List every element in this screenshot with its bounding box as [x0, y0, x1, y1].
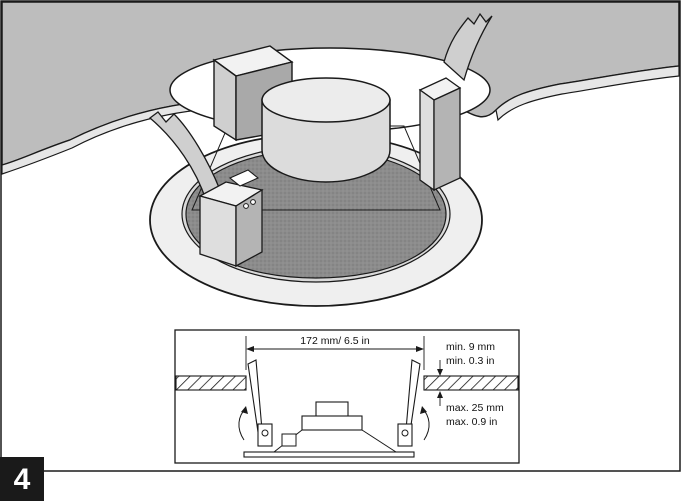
ceiling-edge-right: [495, 65, 680, 122]
max-thickness-mm: max. 25 mm: [446, 402, 504, 414]
ceiling-section-right: [423, 375, 519, 391]
min-thickness-in: min. 0.3 in: [446, 355, 495, 367]
step-number-badge: 4: [0, 457, 44, 501]
min-thickness-mm: min. 9 mm: [446, 341, 495, 353]
detail-frame: [174, 329, 520, 464]
section-clamp-right: [397, 359, 430, 447]
ceiling-speaker-perspective: [1, 1, 680, 307]
section-speaker: [243, 401, 415, 458]
ceiling-section-left: [175, 375, 247, 391]
width-label: 172 mm/ 6.5 in: [300, 335, 370, 347]
width-dimension-line: [245, 336, 425, 370]
speaker-magnet: [261, 77, 391, 183]
cross-section-detail: 172 mm/ 6.5 in min. 9 mm min. 0.3 in max…: [174, 329, 520, 464]
thickness-arrows: [437, 360, 443, 406]
section-clamp-left: [238, 359, 273, 447]
left-mounting-clamp: [148, 111, 264, 268]
max-thickness-in: max. 0.9 in: [446, 416, 498, 428]
figure-frame: [0, 0, 681, 472]
right-mounting-clamp: [418, 12, 493, 192]
